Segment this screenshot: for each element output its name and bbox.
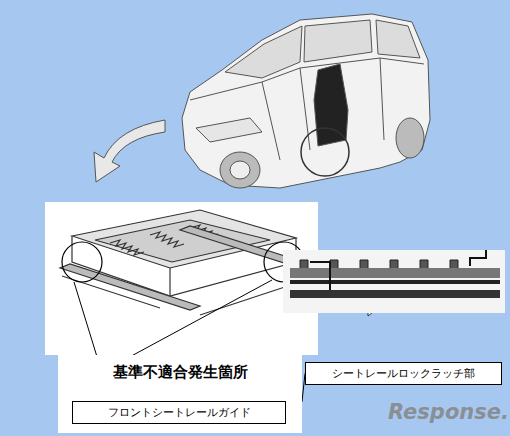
car-sketch (182, 14, 430, 188)
label-text: シートレールロックラッチ部 (310, 366, 497, 381)
label-text: フロントシートレールガイド (77, 405, 281, 420)
seat-frame-image (45, 202, 318, 360)
watermark: Response. (388, 400, 509, 424)
curved-arrow (94, 120, 165, 182)
latch-detail-image (283, 250, 505, 313)
label-text: 基準不適合発生箇所 (62, 363, 298, 382)
label-box: シートレールロックラッチ部 (305, 362, 502, 385)
label-box: フロントシートレールガイド (72, 401, 286, 424)
label-panel: 基準不適合発生箇所フロントシートレールガイド (58, 355, 302, 433)
